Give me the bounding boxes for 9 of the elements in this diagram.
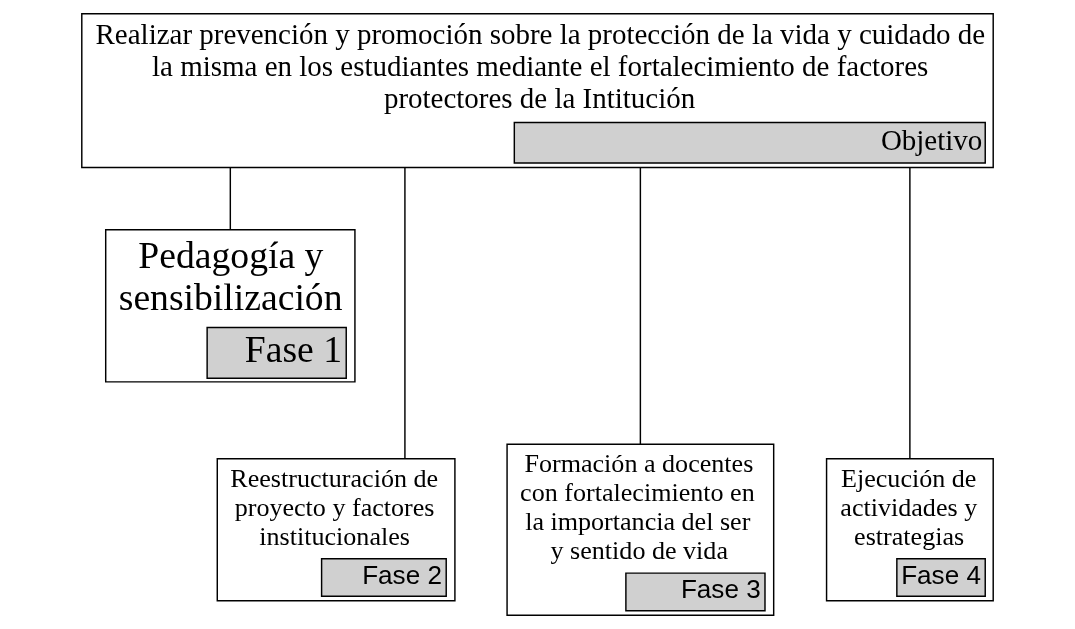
node-box: Pedagogía y sensibilización Fase 1 — [104, 229, 356, 383]
connector — [909, 166, 911, 460]
connector — [404, 166, 406, 460]
connector — [639, 166, 642, 445]
connector — [229, 166, 232, 230]
node-box: Formación a docentes con fortalecimiento en la importancia del ser y sentido de vida Fase 3 — [506, 443, 775, 616]
node-box: Ejecución de actividades y estrategias Fase 4 — [825, 457, 994, 602]
node-box: Realizar prevención y promoción sobre la protección de la vida y cuidado de la misma en los estudiantes mediante el fortalecimiento de factores protectores de la Intitución Objetivo — [81, 13, 994, 169]
node-box: Reestructuración de proyecto y factores institucionales Fase 2 — [216, 457, 456, 602]
